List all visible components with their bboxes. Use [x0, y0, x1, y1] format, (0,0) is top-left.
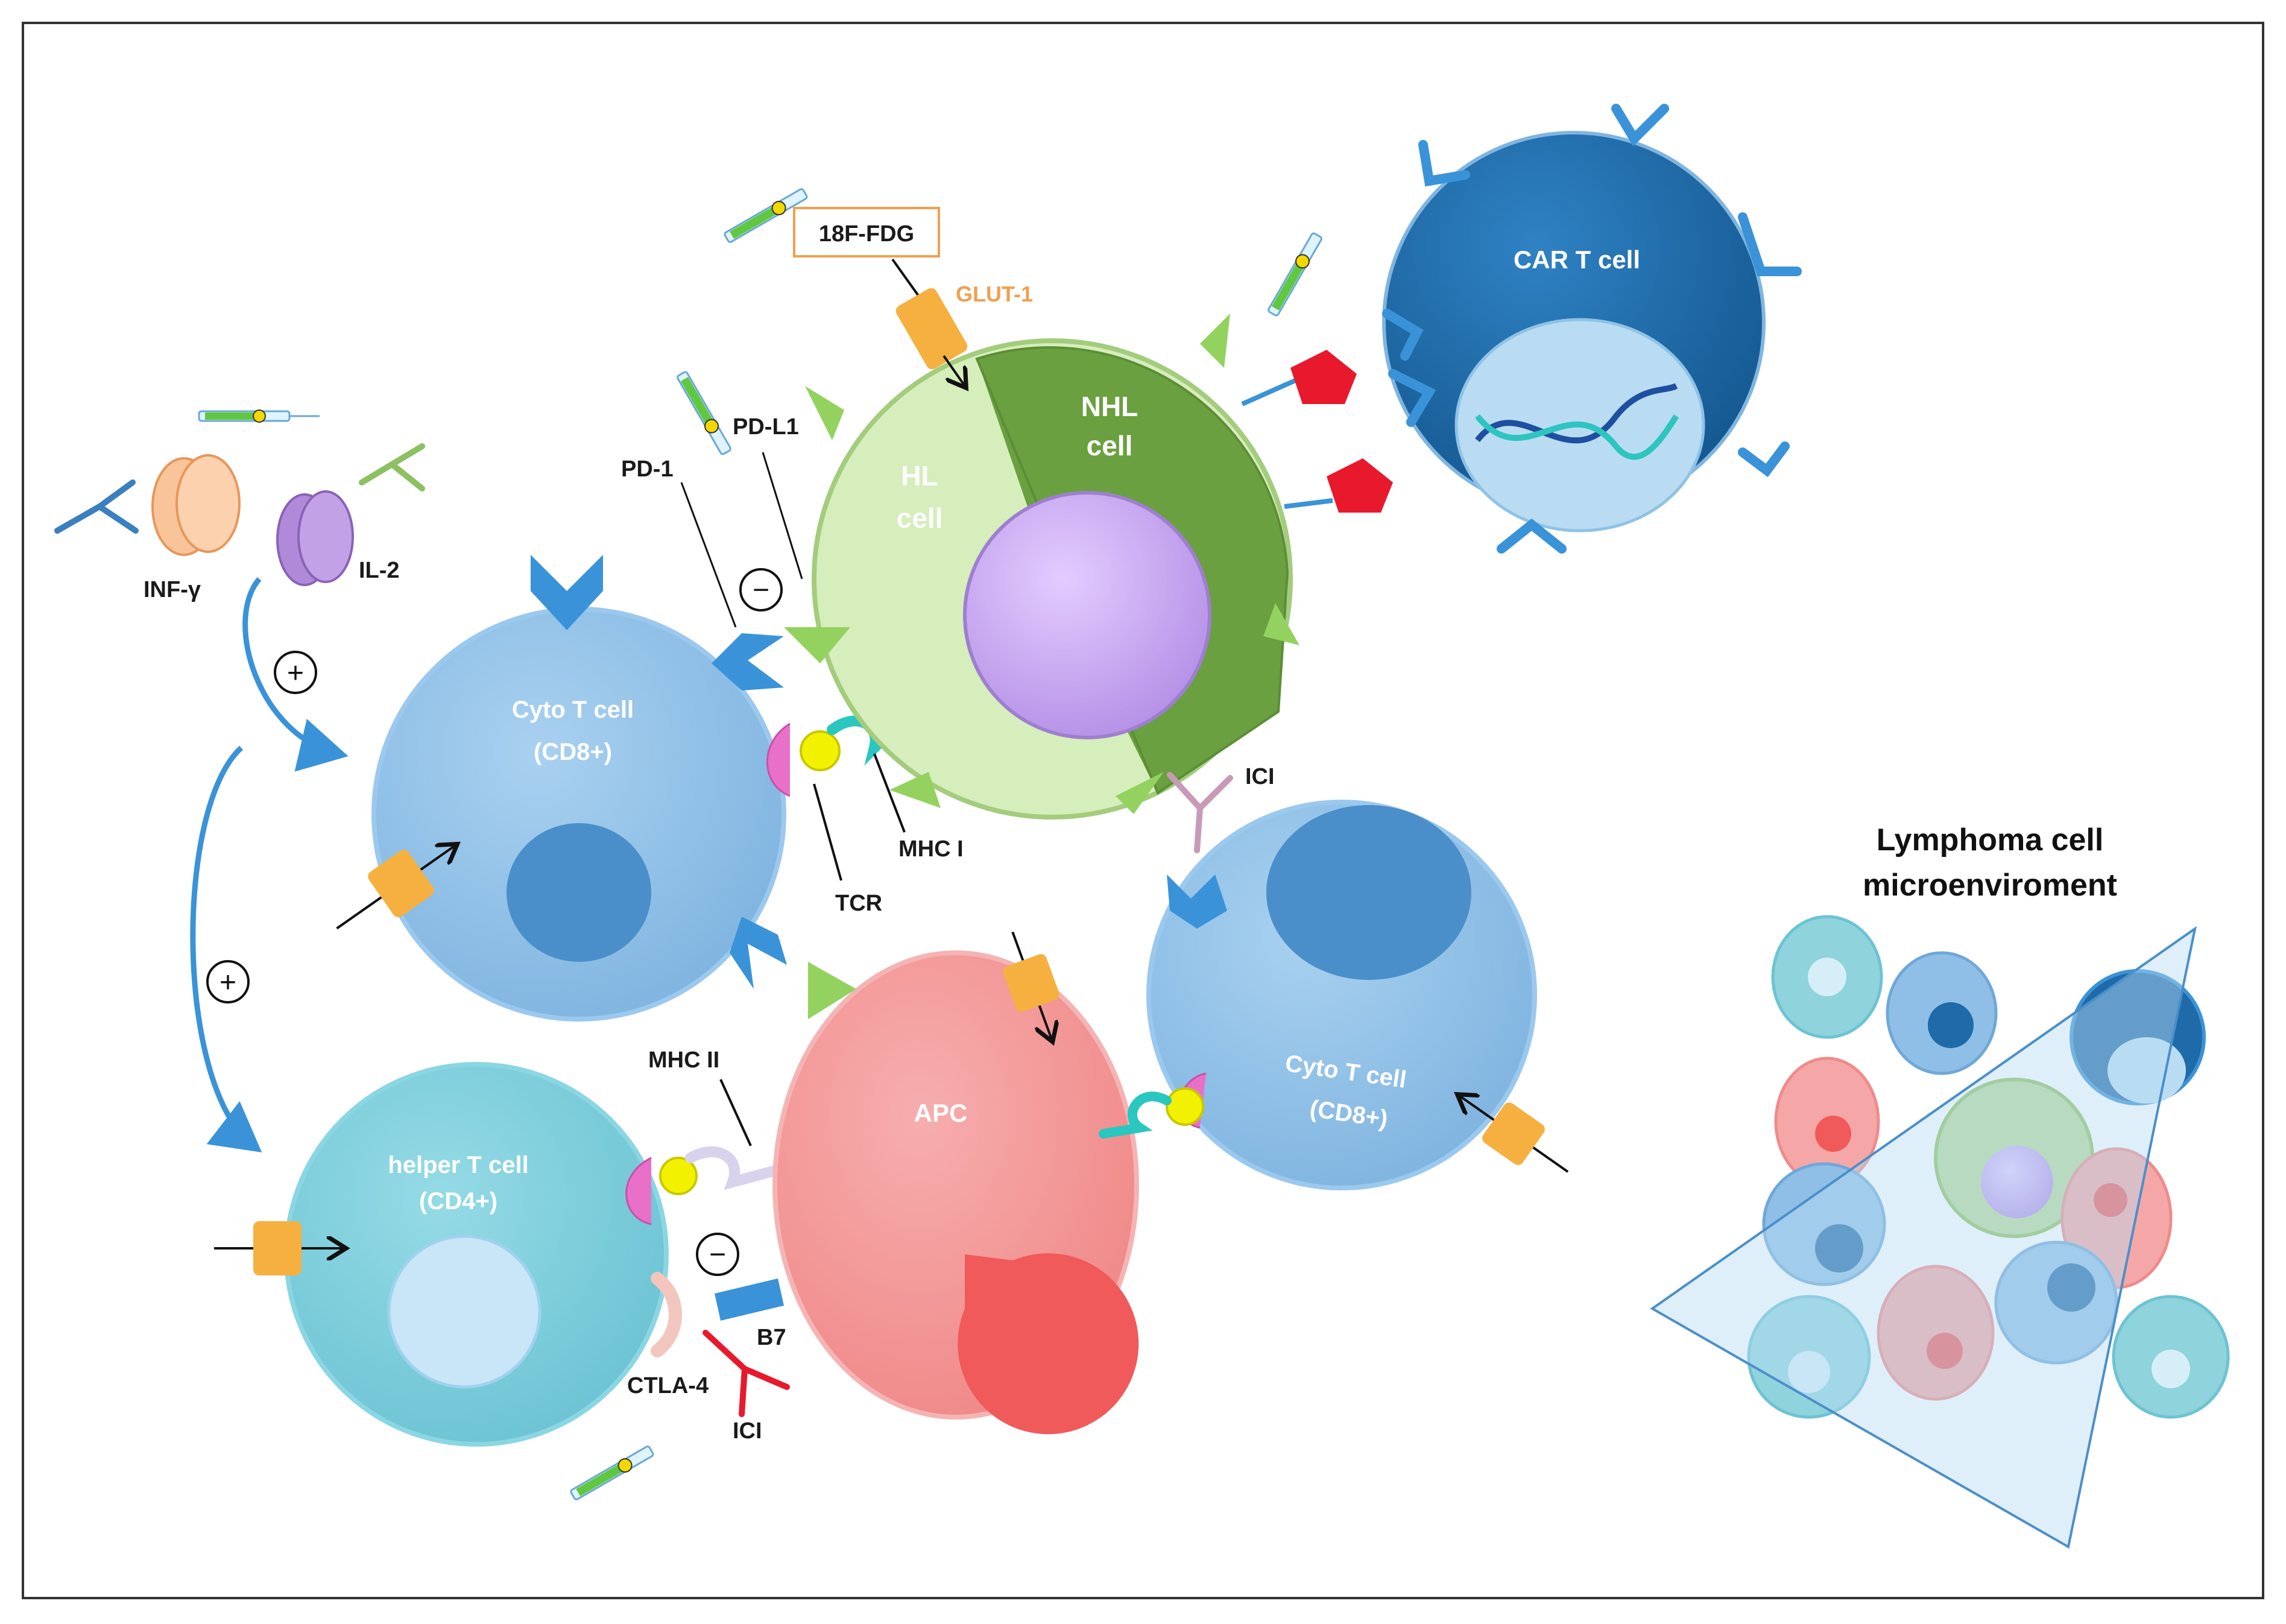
minus-symbol-1: −	[739, 568, 783, 611]
svg-text:+: +	[287, 657, 304, 689]
antigen-peptide-helper	[659, 1157, 698, 1195]
car-t-label: CAR T cell	[1514, 245, 1640, 274]
car-receptors	[1382, 104, 1802, 554]
fdg-box	[793, 207, 940, 258]
syringe-car-icon	[1268, 232, 1322, 317]
b7-icon	[715, 1278, 784, 1321]
svg-text:−: −	[709, 1239, 726, 1271]
mhc1-leader	[873, 753, 906, 833]
helper-t-cell: helper T cell (CD4+)	[284, 1062, 669, 1447]
ici-antibody-red-icon	[703, 1330, 790, 1417]
ctla4-icon	[651, 1272, 682, 1357]
ifn-gamma-protein	[151, 454, 241, 556]
car-link-2	[1284, 498, 1333, 509]
fdg-label: 18F-FDG	[819, 221, 914, 247]
b7-label: B7	[757, 1325, 786, 1350]
glut-transporter-helper-icon	[214, 1221, 344, 1275]
mhc2-label: MHC II	[648, 1047, 719, 1073]
pdl1-spikes	[784, 314, 1299, 814]
antigen-cd19-1	[1290, 350, 1357, 404]
nhl-cell-label: cell	[1087, 430, 1133, 461]
micro-title-line2: microenviroment	[1863, 868, 2117, 903]
plus-symbol-2: +	[206, 960, 250, 1003]
stimulate-arrow-cyto	[242, 577, 349, 772]
dna-icon	[1475, 383, 1679, 460]
ici-antibody-purple-icon	[1167, 772, 1233, 853]
mhc2-icon	[685, 1146, 783, 1190]
ici-top-label: ICI	[1245, 764, 1275, 789]
nhl-label: NHL	[1081, 391, 1138, 422]
pd1-leader	[680, 482, 737, 628]
glut-transporter-apc-icon	[1003, 931, 1073, 1047]
apc-mhc-spike	[808, 962, 856, 1019]
cyto-t-cd8-label: (CD8+)	[534, 739, 612, 765]
helper-t-label: helper T cell	[388, 1152, 528, 1178]
il2-label: IL-2	[359, 558, 400, 583]
glut1-label: GLUT-1	[956, 282, 1033, 306]
syringe-icon	[198, 409, 320, 423]
tcr-icon	[766, 722, 791, 797]
pd1-receptor-icon	[712, 633, 784, 690]
cyto-t-cell-2: Cyto T cell (CD8+)	[1146, 800, 1537, 1190]
hl-label: HL	[901, 460, 938, 491]
mhc2-leader	[719, 1079, 752, 1146]
pdl1-leader	[762, 452, 803, 580]
syringe-fdg-icon	[724, 188, 808, 243]
cyto-t-cell: Cyto T cell (CD8+)	[371, 607, 786, 1022]
microenvironment-inset	[1650, 915, 2230, 1549]
mhc1-label: MHC I	[898, 836, 964, 862]
apc-cell: APC	[772, 950, 1139, 1435]
glut-transporter-cyto-icon	[336, 823, 471, 930]
ifn-gamma-label: INF-γ	[144, 577, 201, 602]
apc-label: APC	[914, 1099, 968, 1127]
lymphoma-cell: HL cell NHL cell	[812, 338, 1293, 820]
antigen-cd19-2	[1327, 458, 1393, 513]
pdl1-label: PD-L1	[733, 414, 799, 440]
tcr-label: TCR	[835, 891, 882, 916]
micro-title-line1: Lymphoma cell	[1877, 823, 2104, 858]
antigen-peptide	[800, 730, 841, 771]
hl-cell-label: cell	[897, 502, 943, 534]
car-link-1	[1241, 378, 1298, 406]
ctla4-label: CTLA-4	[627, 1373, 709, 1398]
mhc1-cyto2-icon	[1099, 1092, 1172, 1139]
plus-symbol-1: +	[274, 651, 317, 694]
tcr-helper-icon	[625, 1157, 652, 1225]
antigen-peptide-cyto2	[1166, 1087, 1204, 1126]
svg-text:−: −	[753, 574, 769, 606]
pd1-receptor-cyto2-icon	[1167, 874, 1227, 929]
antibody-green-icon	[359, 443, 425, 491]
helper-t-cd4-label: (CD4+)	[419, 1188, 497, 1215]
il2-protein	[276, 490, 354, 586]
antibody-blue-icon	[54, 479, 139, 534]
stimulate-arrow-helper	[190, 745, 262, 1153]
syringe-pdl1-icon	[677, 371, 731, 455]
cyto-t-label: Cyto T cell	[512, 697, 634, 723]
glut1-arrow	[943, 355, 965, 386]
syringe-ici-icon	[570, 1445, 654, 1500]
pd1-receptor-top-icon	[531, 555, 603, 630]
car-t-cell: CAR T cell	[1382, 131, 1766, 532]
ici-bottom-label: ICI	[733, 1418, 762, 1444]
pd1-label: PD-1	[621, 457, 674, 482]
glut1-transporter-icon	[895, 288, 968, 370]
minus-symbol-2: −	[696, 1233, 739, 1276]
svg-text:+: +	[219, 967, 236, 999]
tcr-leader	[813, 783, 842, 881]
glut-transporter-cyto2-icon	[1445, 1076, 1569, 1173]
frame-border	[22, 22, 2264, 1599]
pd1-receptor-bottom-icon	[730, 917, 787, 989]
fdg-arrow-stem	[891, 258, 924, 303]
